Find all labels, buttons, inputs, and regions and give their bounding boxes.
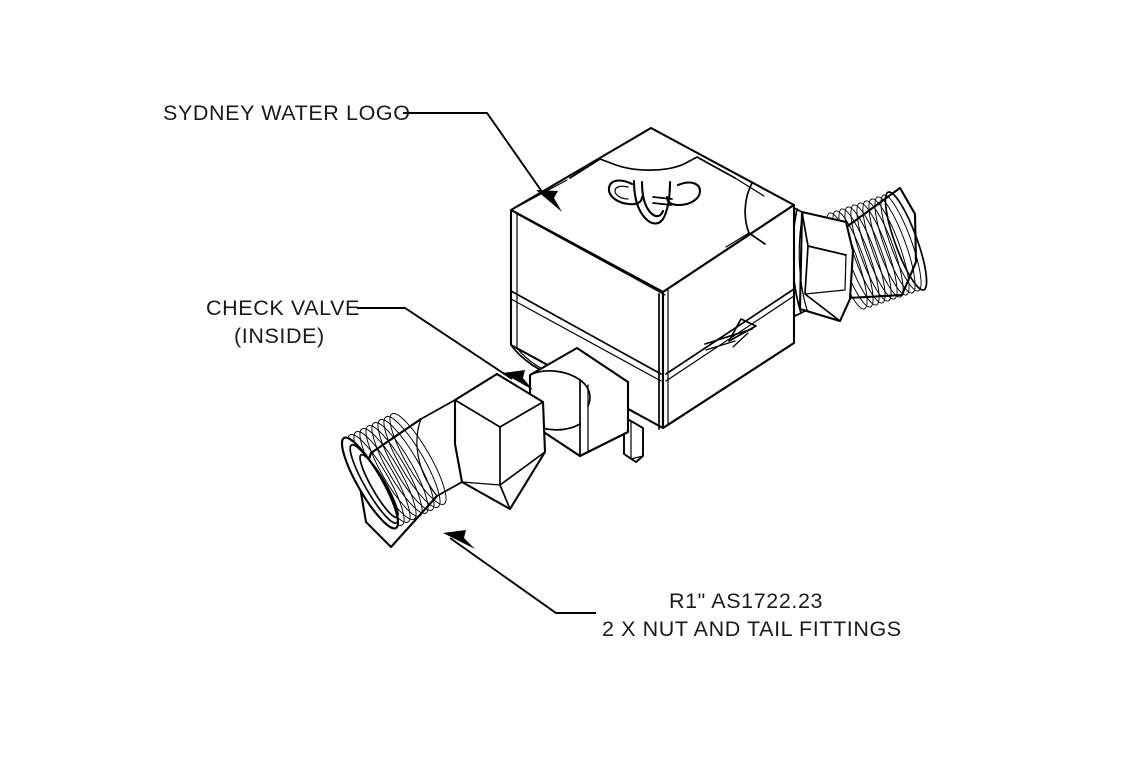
flow-direction-arrow xyxy=(704,318,757,351)
check-valve-leader-arrowhead xyxy=(503,370,533,390)
check-valve-callout-line1: CHECK VALVE xyxy=(206,296,360,320)
logo-ribbon-inner xyxy=(640,180,665,218)
left-tail-end-ring xyxy=(349,443,399,525)
leader-sydney-water-logo xyxy=(403,112,562,212)
meter-top-crease xyxy=(512,179,568,210)
right-collar-arc-3 xyxy=(798,211,808,311)
meter-bottom-edge-right xyxy=(667,342,795,426)
logo-callout-label: SYDNEY WATER LOGO xyxy=(163,101,411,125)
fitting-leader-line xyxy=(449,537,596,614)
left-shoulder-face xyxy=(416,418,438,497)
logo-leader-line xyxy=(403,112,546,197)
flow-arrow-head xyxy=(728,318,757,342)
right-tail-end-ellipse xyxy=(884,191,928,291)
logo-left-loop xyxy=(607,179,644,206)
sydney-water-logo xyxy=(607,179,702,225)
meter-body xyxy=(509,126,796,463)
right-hex-nut xyxy=(798,210,855,323)
left-shoulder-bottom xyxy=(436,481,463,497)
fitting-callout-line2: 2 X NUT AND TAIL FITTINGS xyxy=(602,617,902,641)
logo-center-ribbon xyxy=(632,179,672,225)
left-shoulder-top xyxy=(420,399,456,420)
logo-crossbar xyxy=(652,196,673,200)
left-nut-and-tail xyxy=(340,346,630,549)
right-tail-threads xyxy=(826,194,922,310)
flow-arrow-shaft xyxy=(704,328,753,345)
meter-top-recess xyxy=(569,156,736,179)
meter-top-notch-edge xyxy=(725,232,750,248)
leader-nut-and-tail xyxy=(443,530,596,614)
meter-seam-left-upper xyxy=(510,290,662,375)
left-hex-facet-5 xyxy=(454,443,463,483)
logo-crossbar-lower xyxy=(652,202,672,206)
logo-left-loop-inner xyxy=(614,185,629,200)
left-tail-bore xyxy=(359,453,399,519)
mounting-tab-bottom xyxy=(630,455,644,460)
fitting-callout-line1: R1" AS1722.23 xyxy=(669,589,823,613)
left-tail-outline xyxy=(358,417,439,549)
fitting-leader-arrowhead xyxy=(443,530,475,549)
left-hex-facet-4 xyxy=(461,481,501,486)
leader-check-valve xyxy=(357,307,533,390)
flow-arrow-shadow xyxy=(705,340,736,351)
right-hex-nut-facet-c xyxy=(804,254,847,295)
meter-seam-right-upper xyxy=(665,288,795,375)
logo-right-loop xyxy=(665,181,702,207)
meter-front-fold xyxy=(516,213,666,296)
check-valve-leader-line xyxy=(357,307,513,380)
right-collar-bottom xyxy=(794,309,808,317)
logo-leader-arrowhead xyxy=(536,190,562,212)
left-hex-facet-3 xyxy=(499,484,511,510)
right-nut-and-tail xyxy=(784,186,928,323)
check-valve-callout-line2: (INSIDE) xyxy=(234,324,325,348)
meter-seam-left-lower xyxy=(510,298,662,382)
flow-arrow-head-shadow xyxy=(732,332,749,348)
